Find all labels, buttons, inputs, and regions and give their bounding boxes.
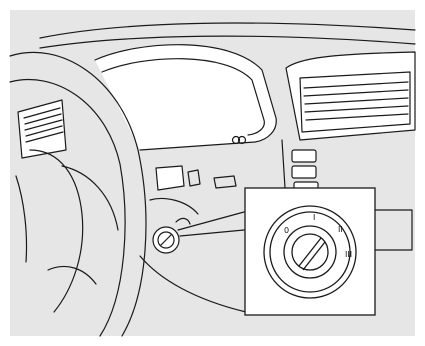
- position-i-label: I: [313, 213, 315, 222]
- column-switch: [156, 166, 184, 190]
- position-ii-label: II: [338, 225, 343, 234]
- position-0-label: 0: [284, 226, 289, 235]
- position-iii-label: III: [345, 250, 352, 259]
- ignition-inset: 0 I II III: [245, 188, 375, 315]
